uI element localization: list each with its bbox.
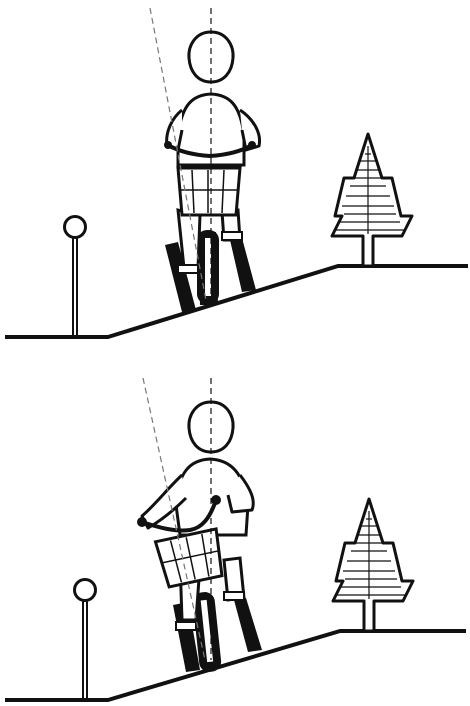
panel-top: [5, 8, 468, 337]
lamp-post-top: [65, 217, 86, 336]
pine-tree-bottom: [333, 499, 413, 631]
lamp-post-bottom: [75, 580, 96, 699]
pine-tree-top: [332, 134, 412, 266]
panel-bottom: [5, 378, 466, 700]
cyclist-upright-icon: [164, 32, 260, 312]
slope-line-bottom: [5, 631, 466, 700]
